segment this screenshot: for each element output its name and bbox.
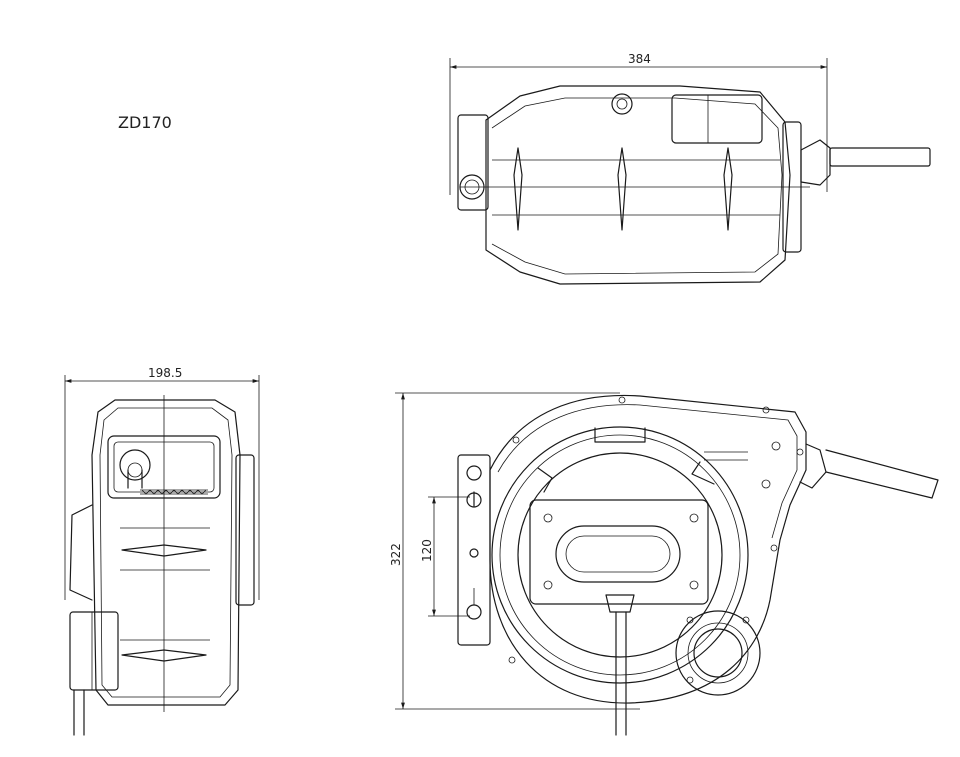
model-label: ZD170 [118,113,172,132]
dim-top-width: 384 [628,52,651,66]
dim-front-height: 322 [389,543,403,566]
side-view: 198.5 [64,366,260,736]
top-view: 384 [449,52,931,285]
front-view: 322 120 [389,392,939,736]
dim-mount-spacing: 120 [420,539,434,562]
dim-side-width: 198.5 [148,366,182,380]
